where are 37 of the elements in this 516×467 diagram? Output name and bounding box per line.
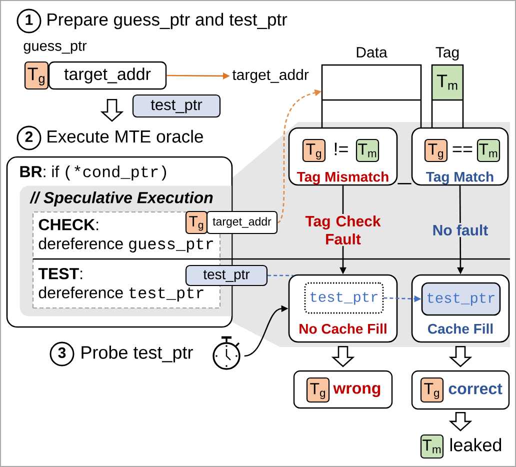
step-number: 1 — [16, 8, 42, 34]
pointer-box: test_ptr — [421, 282, 501, 316]
step-title: Probe test_ptr — [82, 346, 193, 362]
edge-label: No fault — [430, 222, 490, 237]
block-arrow — [331, 346, 355, 368]
tag-box: T$_{m}$ — [356, 138, 380, 162]
pointer-box: target_addr — [206, 210, 278, 234]
pointer-box: test_ptr — [185, 264, 268, 286]
pointer-box: target_addr — [48, 61, 167, 90]
step-title: Execute MTE oracle — [48, 130, 203, 143]
step-number: 2 — [16, 126, 42, 150]
tag-box: T$_{g}$ — [302, 138, 326, 162]
step-number: 3 — [50, 342, 74, 366]
dashed-line — [268, 274, 294, 276]
data-column: Data — [321, 47, 422, 128]
connector-line — [398, 182, 412, 184]
tag-box: T$_{g}$ — [24, 61, 49, 90]
tag-box: T$_{g}$ — [306, 377, 330, 403]
block-arrow — [448, 346, 472, 368]
edge-label: Tag Check Fault — [300, 214, 386, 246]
block-arrow — [100, 98, 124, 122]
tag-box: T$_{g}$ — [185, 210, 208, 234]
node-label: Tag — [436, 47, 459, 61]
pointer-box: test_ptr — [132, 94, 221, 118]
block-arrow — [448, 412, 472, 432]
stopwatch-icon — [212, 336, 240, 370]
step-title: Prepare guess_ptr and test_ptr — [48, 12, 288, 30]
address-text: target_addr — [232, 69, 309, 83]
pointer-name: guess_ptr — [24, 41, 87, 54]
status-text: leaked — [450, 438, 502, 452]
tag-box: T$_{g}$ — [424, 138, 448, 162]
tag-column: Tag T$_{m}$ — [431, 47, 464, 128]
tag-box: T$_{m}$ — [476, 138, 500, 162]
pointer-box: test_ptr — [304, 282, 384, 314]
tag-box: T$_{g}$ — [420, 377, 444, 403]
tag-box: T$_{m}$ — [420, 434, 444, 459]
node-label: // Speculative Execution — [30, 192, 213, 206]
